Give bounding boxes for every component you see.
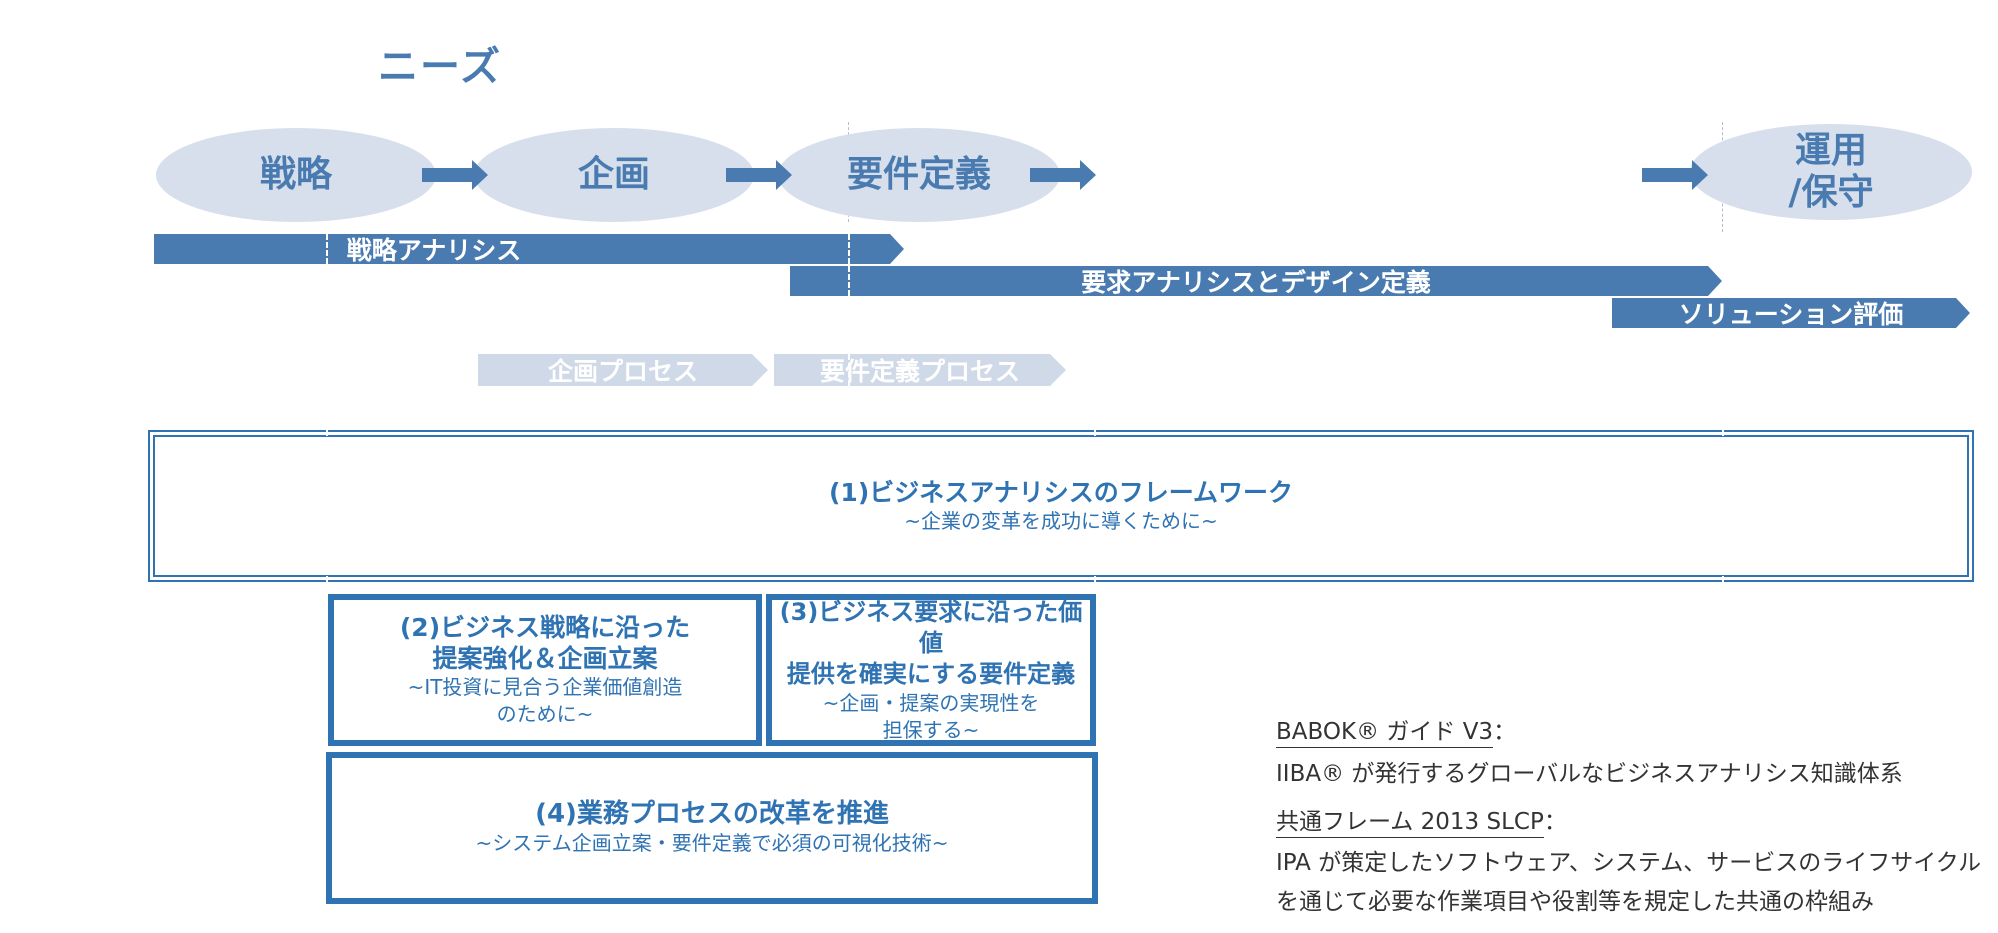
legend-term-slcp: 共通フレーム 2013 SLCP：: [1276, 802, 1567, 838]
column-guide: [1094, 430, 1096, 436]
bar-requirements-analysis: 要求アナリシスとデザイン定義: [790, 266, 1722, 297]
legend-term-babok-suffix: ：: [1493, 719, 1517, 745]
framework-box: (1)ビジネスアナリシスのフレームワーク ~企業の変革を成功に導くために~: [148, 430, 1974, 582]
strategy-proposal-title-2: 提案強化＆企画立案: [432, 644, 658, 673]
phase-operation-label: 運用 /保守: [1788, 130, 1874, 213]
needs-label: ニーズ: [378, 44, 502, 90]
legend-term-babok-text: BABOK® ガイド V3: [1276, 719, 1494, 748]
column-guide: [326, 430, 328, 436]
phase-strategy: 戦略: [156, 128, 436, 222]
bar-strategy-analysis: 戦略アナリシス: [154, 234, 904, 265]
column-guide: [1094, 576, 1096, 582]
requirements-definition-subtitle-2: 担保する~: [882, 717, 980, 742]
column-guide: [1722, 430, 1724, 436]
requirements-definition-subtitle-1: ~企画・提案の実現性を: [822, 690, 1040, 715]
requirements-definition-title-2: 提供を確実にする要件定義: [786, 659, 1076, 688]
bar-planning-process: 企画プロセス: [478, 354, 768, 386]
phase-strategy-label: 戦略: [259, 154, 332, 195]
framework-box-subtitle: ~企業の変革を成功に導くために~: [904, 509, 1218, 533]
strategy-proposal-subtitle-2: のために~: [496, 702, 594, 726]
legend-term-babok: BABOK® ガイド V3：: [1276, 712, 1517, 748]
bar-requirements-analysis-label: 要求アナリシスとデザイン定義: [1081, 268, 1431, 297]
legend-desc-babok: IIBA® が発行するグローバルなビジネスアナリシス知識体系: [1276, 761, 1903, 787]
bar-strategy-analysis-label: 戦略アナリシス: [346, 236, 522, 265]
strategy-proposal-subtitle-1: ~IT投資に見合う企業価値創造: [407, 675, 683, 699]
legend-desc-slcp-2: を通じて必要な作業項目や役割等を規定した共通の枠組み: [1276, 889, 1874, 915]
strategy-proposal-box: (2)ビジネス戦略に沿った 提案強化＆企画立案 ~IT投資に見合う企業価値創造 …: [328, 594, 762, 746]
phase-planning: 企画: [474, 128, 754, 222]
column-guide: [326, 234, 328, 264]
phase-planning-label: 企画: [577, 154, 650, 195]
phase-operation: 運用 /保守: [1690, 124, 1972, 220]
bar-solution-evaluation-label: ソリューション評価: [1678, 300, 1904, 329]
bar-planning-process-label: 企画プロセス: [547, 357, 698, 386]
process-reform-box: (4)業務プロセスの改革を推進 ~システム企画立案・要件定義で必須の可視化技術~: [326, 752, 1098, 904]
legend-term-slcp-suffix: ：: [1543, 809, 1567, 835]
column-guide: [848, 266, 850, 296]
legend-term-slcp-text: 共通フレーム 2013 SLCP: [1276, 809, 1544, 838]
bar-requirements-process: 要件定義プロセス: [774, 354, 1066, 386]
process-reform-subtitle: ~システム企画立案・要件定義で必須の可視化技術~: [475, 831, 949, 855]
requirements-definition-box: (3)ビジネス要求に沿った価値 提供を確実にする要件定義 ~企画・提案の実現性を…: [766, 594, 1096, 746]
column-guide: [326, 576, 328, 582]
arrow-right-icon: [726, 160, 792, 190]
phase-requirements: 要件定義: [778, 128, 1060, 222]
arrow-right-icon: [422, 160, 488, 190]
bar-solution-evaluation: ソリューション評価: [1612, 298, 1970, 329]
legend-desc-slcp-1: IPA が策定したソフトウェア、システム、サービスのライフサイクル: [1276, 850, 1982, 876]
process-reform-title: (4)業務プロセスの改革を推進: [535, 799, 889, 829]
phase-requirements-label: 要件定義: [846, 154, 991, 195]
column-guide: [1722, 576, 1724, 582]
strategy-proposal-title-1: (2)ビジネス戦略に沿った: [399, 613, 691, 642]
column-guide: [848, 234, 850, 264]
bar-requirements-process-label: 要件定義プロセス: [819, 357, 1020, 386]
arrow-right-icon: [1030, 160, 1096, 190]
column-guide: [848, 354, 850, 386]
requirements-definition-title-1: (3)ビジネス要求に沿った価値: [779, 597, 1083, 657]
arrow-right-icon: [1642, 160, 1708, 190]
framework-box-title: (1)ビジネスアナリシスのフレームワーク: [829, 478, 1293, 507]
